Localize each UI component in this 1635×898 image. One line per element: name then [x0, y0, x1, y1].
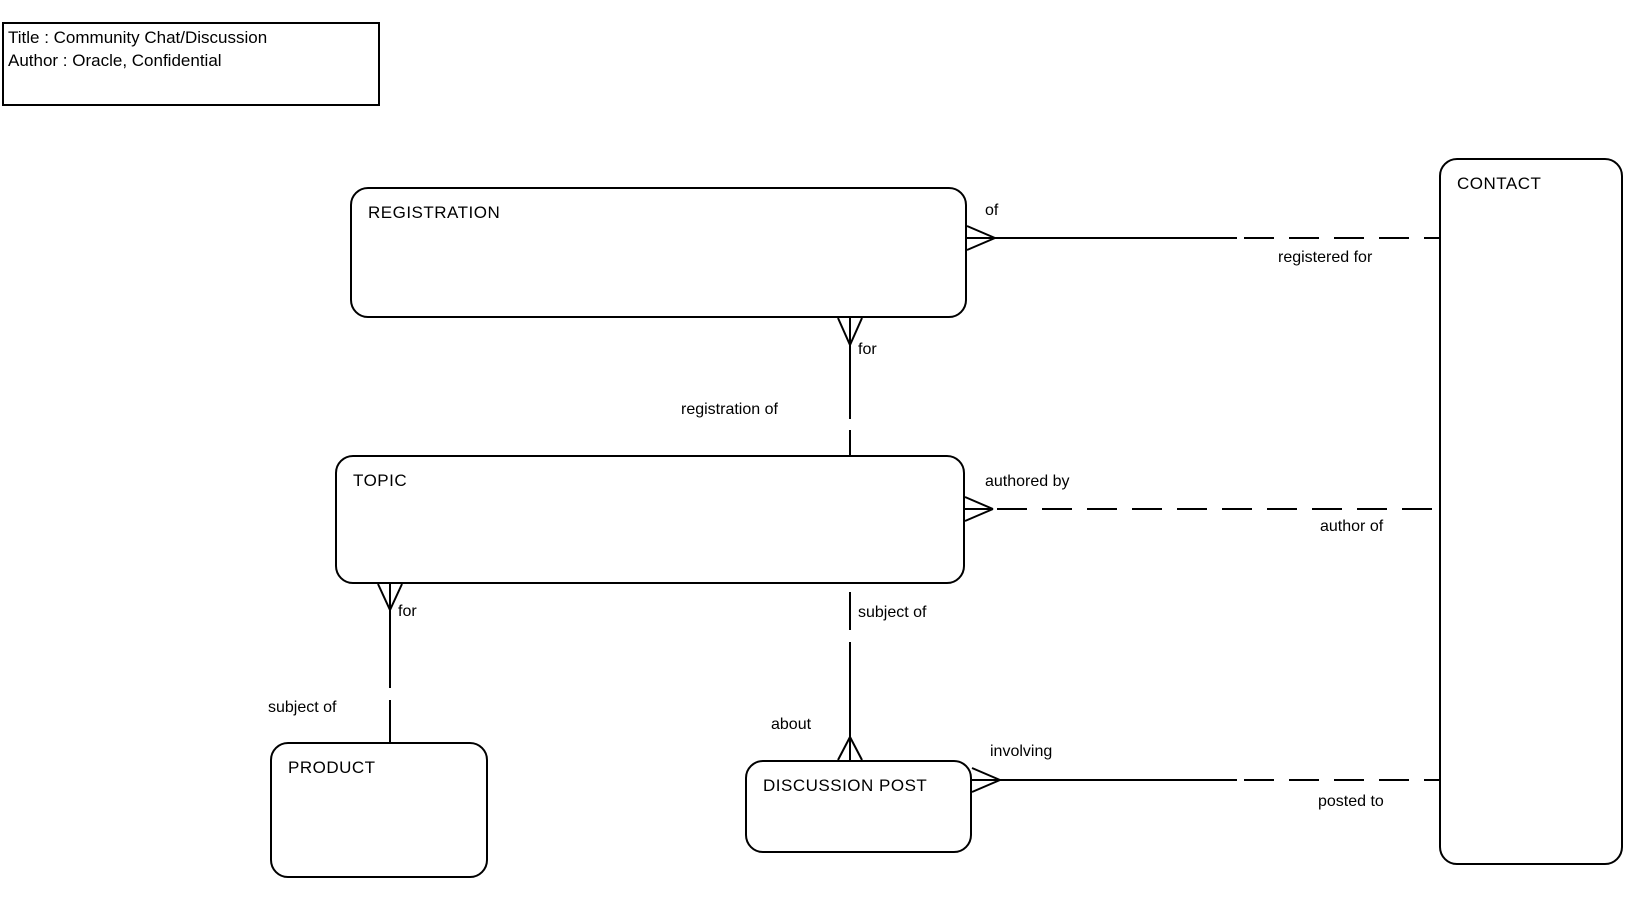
- entity-product-name: PRODUCT: [288, 758, 376, 777]
- entity-discussion-post-name: DISCUSSION POST: [763, 776, 928, 795]
- crow-foot-registration-topic: [837, 317, 863, 346]
- diagram-author-line: Author : Oracle, Confidential: [8, 51, 222, 70]
- rel-label-authored-by: authored by: [985, 473, 1070, 490]
- rel-label-for-registration: for: [858, 341, 877, 358]
- entity-contact: CONTACT: [1439, 158, 1623, 865]
- rel-label-about: about: [771, 716, 812, 733]
- entity-topic: TOPIC: [335, 455, 965, 584]
- crow-foot-topic-product: [377, 583, 403, 611]
- crow-foot-discussion-contact: [971, 767, 1001, 793]
- rel-label-registered-for: registered for: [1278, 249, 1373, 266]
- diagram-title-line: Title : Community Chat/Discussion: [8, 28, 268, 47]
- rel-label-subject-of-discussion: subject of: [858, 604, 927, 621]
- entity-topic-name: TOPIC: [353, 471, 408, 490]
- rel-label-posted-to: posted to: [1318, 793, 1384, 810]
- entity-product: PRODUCT: [270, 742, 488, 878]
- rel-label-for-topic: for: [398, 603, 417, 620]
- rel-label-involving: involving: [990, 743, 1053, 760]
- rel-label-subject-of-product: subject of: [268, 699, 337, 716]
- rel-label-of: of: [985, 202, 999, 219]
- entity-registration-name: REGISTRATION: [368, 203, 501, 222]
- entity-contact-name: CONTACT: [1457, 174, 1542, 193]
- rel-label-author-of: author of: [1320, 518, 1384, 535]
- rel-label-registration-of: registration of: [681, 401, 778, 418]
- crow-foot-topic-contact: [964, 496, 994, 522]
- crow-foot-topic-discussion: [837, 736, 863, 761]
- crow-foot-registration-contact: [966, 225, 996, 251]
- entity-registration: REGISTRATION: [350, 187, 967, 318]
- title-block: Title : Community Chat/Discussion Author…: [2, 22, 380, 106]
- entity-discussion-post: DISCUSSION POST: [745, 760, 972, 853]
